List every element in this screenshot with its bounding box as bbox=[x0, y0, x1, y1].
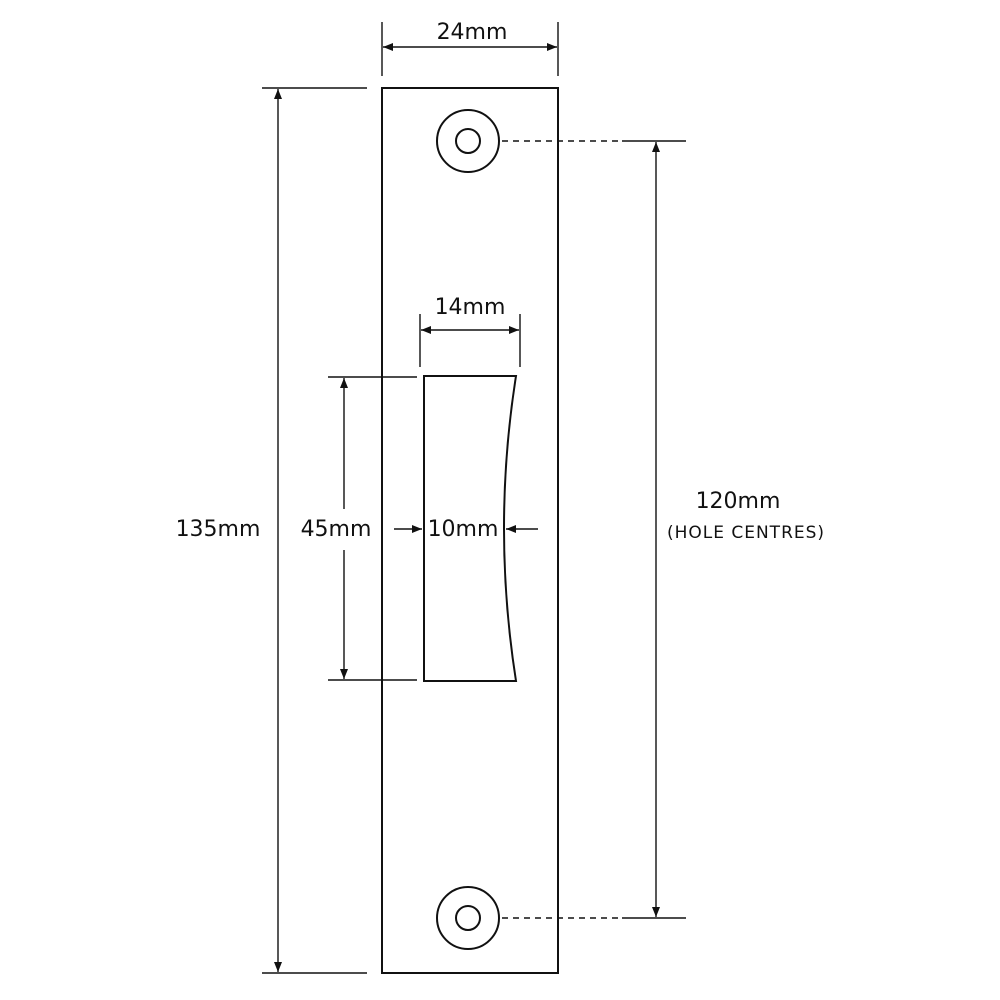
hole-centres-dimension bbox=[502, 140, 686, 919]
height-label: 135mm bbox=[176, 517, 261, 542]
bottom-screw-hole bbox=[436, 886, 500, 950]
slot-width-dimension bbox=[419, 314, 521, 367]
height-dimension bbox=[262, 87, 367, 974]
width-dimension bbox=[381, 22, 559, 76]
width-label: 24mm bbox=[437, 20, 508, 45]
slot-height-dimension bbox=[328, 376, 417, 681]
slot-width-label: 14mm bbox=[435, 295, 506, 320]
slot-inner-width-label: 10mm bbox=[428, 517, 499, 542]
hole-centres-note: (HOLE CENTRES) bbox=[667, 523, 825, 543]
top-screw-hole bbox=[436, 109, 500, 173]
hole-centres-label: 120mm bbox=[696, 489, 781, 514]
plate-outline bbox=[381, 87, 559, 974]
slot-height-label: 45mm bbox=[301, 517, 372, 542]
latch-slot bbox=[423, 375, 518, 682]
